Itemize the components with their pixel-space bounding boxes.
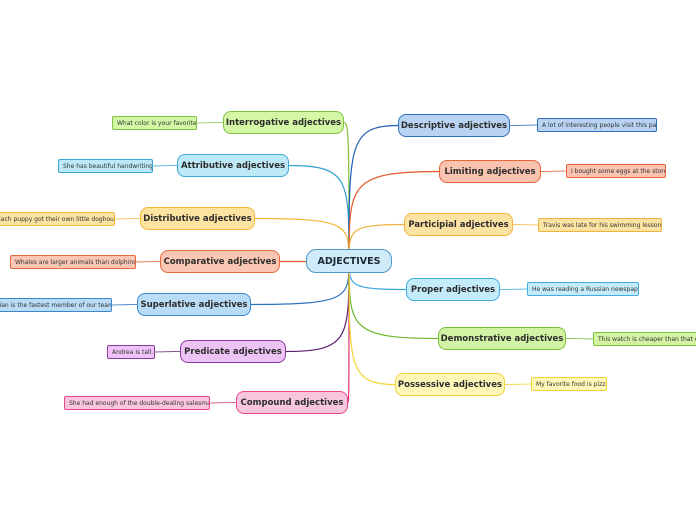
topic-limiting-adjectives[interactable]: Limiting adjectives [439,160,541,183]
example-compound[interactable]: She had enough of the double-dealing sal… [64,396,210,410]
example-attributive[interactable]: She has beautiful handwriting. [58,159,153,173]
connector-possessive [348,260,396,386]
topic-descriptive-adjectives[interactable]: Descriptive adjectives [398,114,510,137]
topic-interrogative-adjectives[interactable]: Interrogative adjectives [223,111,344,134]
central-topic[interactable]: ADJECTIVES [306,249,392,273]
topic-distributive-adjectives[interactable]: Distributive adjectives [140,207,255,230]
example-link-limiting [540,170,567,172]
topic-attributive-adjectives[interactable]: Attributive adjectives [177,154,289,177]
example-demonstrative[interactable]: This watch is cheaper than that one. [593,332,696,346]
example-interrogative[interactable]: What color is your favorite? [112,116,197,130]
topic-predicate-adjectives[interactable]: Predicate adjectives [180,340,286,363]
example-link-superlative [111,304,138,306]
example-link-attributive [152,165,178,167]
topic-superlative-adjectives[interactable]: Superlative adjectives [137,293,251,316]
example-descriptive[interactable]: A lot of interesting people visit this p… [537,118,657,132]
example-possessive[interactable]: My favorite food is pizza. [531,377,607,391]
example-limiting[interactable]: I bought some eggs at the store. [566,164,666,178]
topic-demonstrative-adjectives[interactable]: Demonstrative adjectives [438,327,566,350]
example-link-participial [512,224,539,226]
example-link-comparative [135,261,161,263]
topic-participial-adjectives[interactable]: Participial adjectives [404,213,513,236]
example-link-predicate [154,351,181,353]
example-predicate[interactable]: Andrea is tall. [107,345,155,359]
connector-limiting [348,170,440,262]
example-superlative[interactable]: Brian is the fastest member of our team. [0,298,112,312]
example-proper[interactable]: He was reading a Russian newspaper. [527,282,639,296]
topic-proper-adjectives[interactable]: Proper adjectives [406,278,500,301]
example-link-compound [209,402,237,404]
example-distributive[interactable]: Each puppy got their own little doghouse… [0,212,115,226]
example-link-proper [499,288,528,290]
example-comparative[interactable]: Whales are larger animals than dolphins. [10,255,136,269]
connector-predicate [285,260,350,353]
topic-comparative-adjectives[interactable]: Comparative adjectives [160,250,280,273]
topic-possessive-adjectives[interactable]: Possessive adjectives [395,373,505,396]
example-link-descriptive [509,124,538,126]
example-link-demonstrative [565,338,594,340]
example-participial[interactable]: Travis was late for his swimming lessons… [538,218,662,232]
example-link-interrogative [196,122,224,124]
connector-attributive [288,164,350,262]
example-link-distributive [114,218,141,220]
topic-compound-adjectives[interactable]: Compound adjectives [236,391,348,414]
example-link-possessive [504,383,532,385]
